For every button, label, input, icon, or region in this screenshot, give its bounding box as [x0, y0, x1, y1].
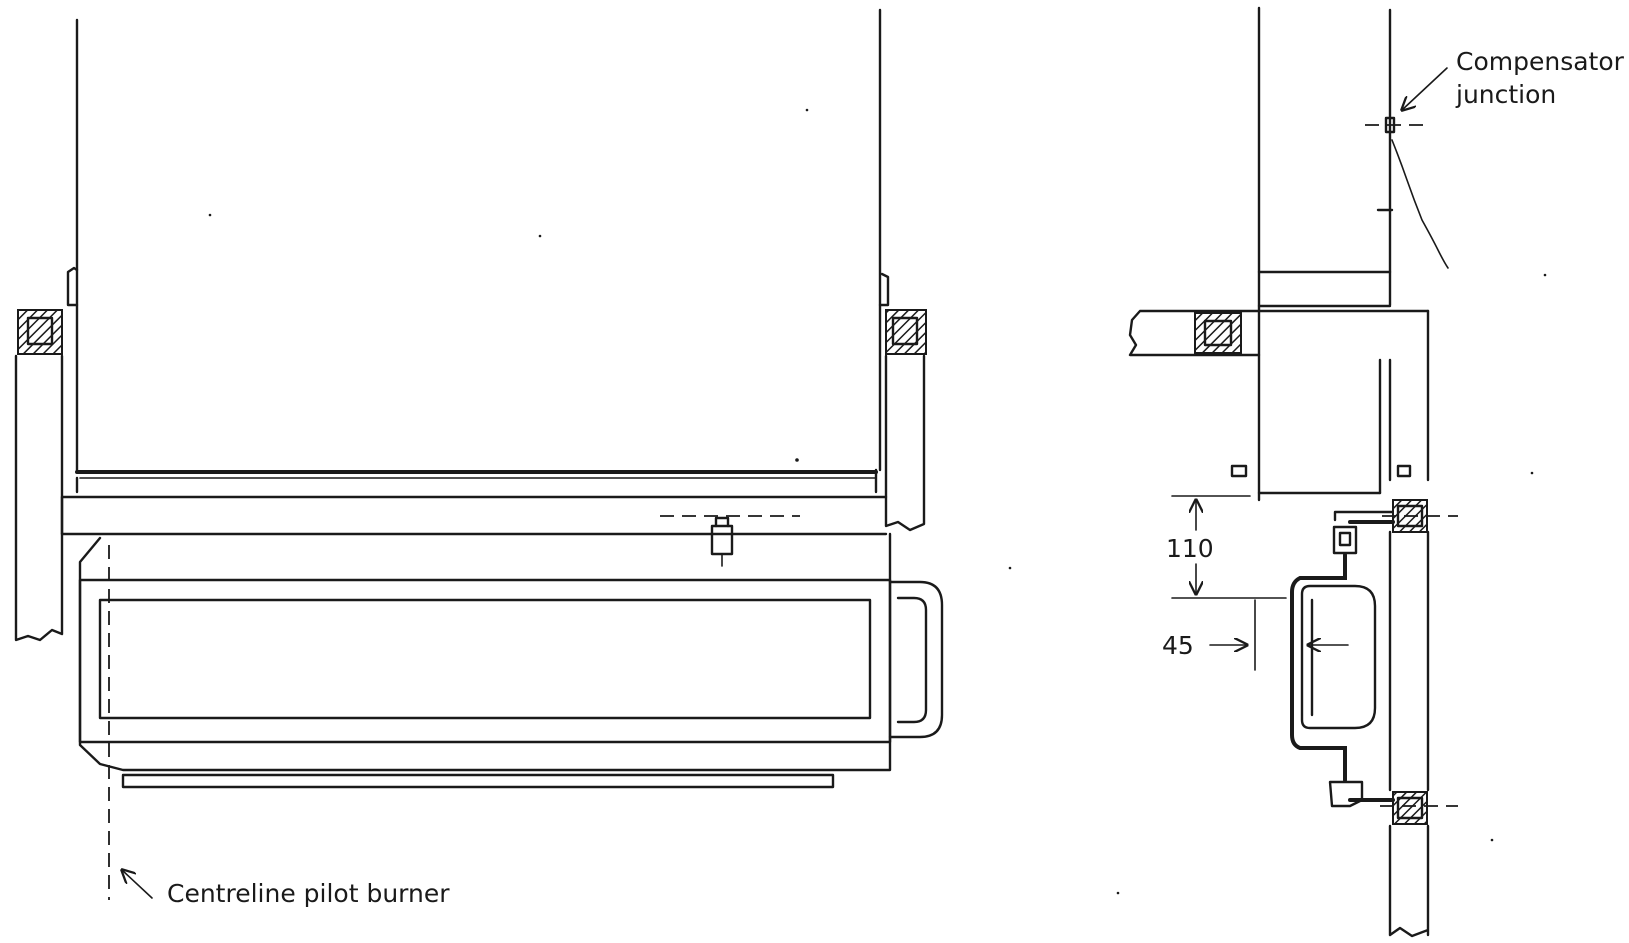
dimension-45: 45	[1162, 599, 1256, 671]
specks	[208, 108, 1012, 570]
burner-housing	[78, 532, 944, 789]
compensator-label: Compensator junction	[1402, 47, 1625, 110]
dimension-110: 110	[1166, 495, 1287, 599]
front-view: Centreline pilot burner	[14, 8, 1012, 908]
chamber-floor	[60, 468, 888, 536]
compensator-label-line2: junction	[1455, 80, 1556, 109]
compensator-arrow	[1402, 67, 1448, 110]
left-support	[14, 266, 79, 642]
side-view: 110 45 Compensator junction	[1116, 6, 1625, 938]
left-hatched-section	[17, 309, 63, 355]
side-chamber	[1257, 6, 1449, 502]
right-support	[878, 272, 927, 532]
side-post	[1380, 499, 1458, 938]
pilot-burner-assembly	[1290, 510, 1395, 808]
dimension-110-label: 110	[1166, 534, 1214, 563]
dimension-45-label: 45	[1162, 631, 1194, 660]
pilot-fitting	[660, 515, 800, 567]
side-duct	[1128, 309, 1261, 357]
compensator-label-line1: Compensator	[1456, 47, 1625, 76]
side-lower-box	[1230, 309, 1430, 495]
centreline-label: Centreline pilot burner	[167, 879, 450, 908]
side-hatched-section	[1194, 312, 1242, 354]
chamber-walls	[75, 8, 882, 472]
side-specks	[1116, 273, 1547, 895]
centreline-arrow	[122, 870, 153, 899]
compensator-wire	[1391, 139, 1449, 269]
pilot-centreline: Centreline pilot burner	[108, 545, 450, 908]
